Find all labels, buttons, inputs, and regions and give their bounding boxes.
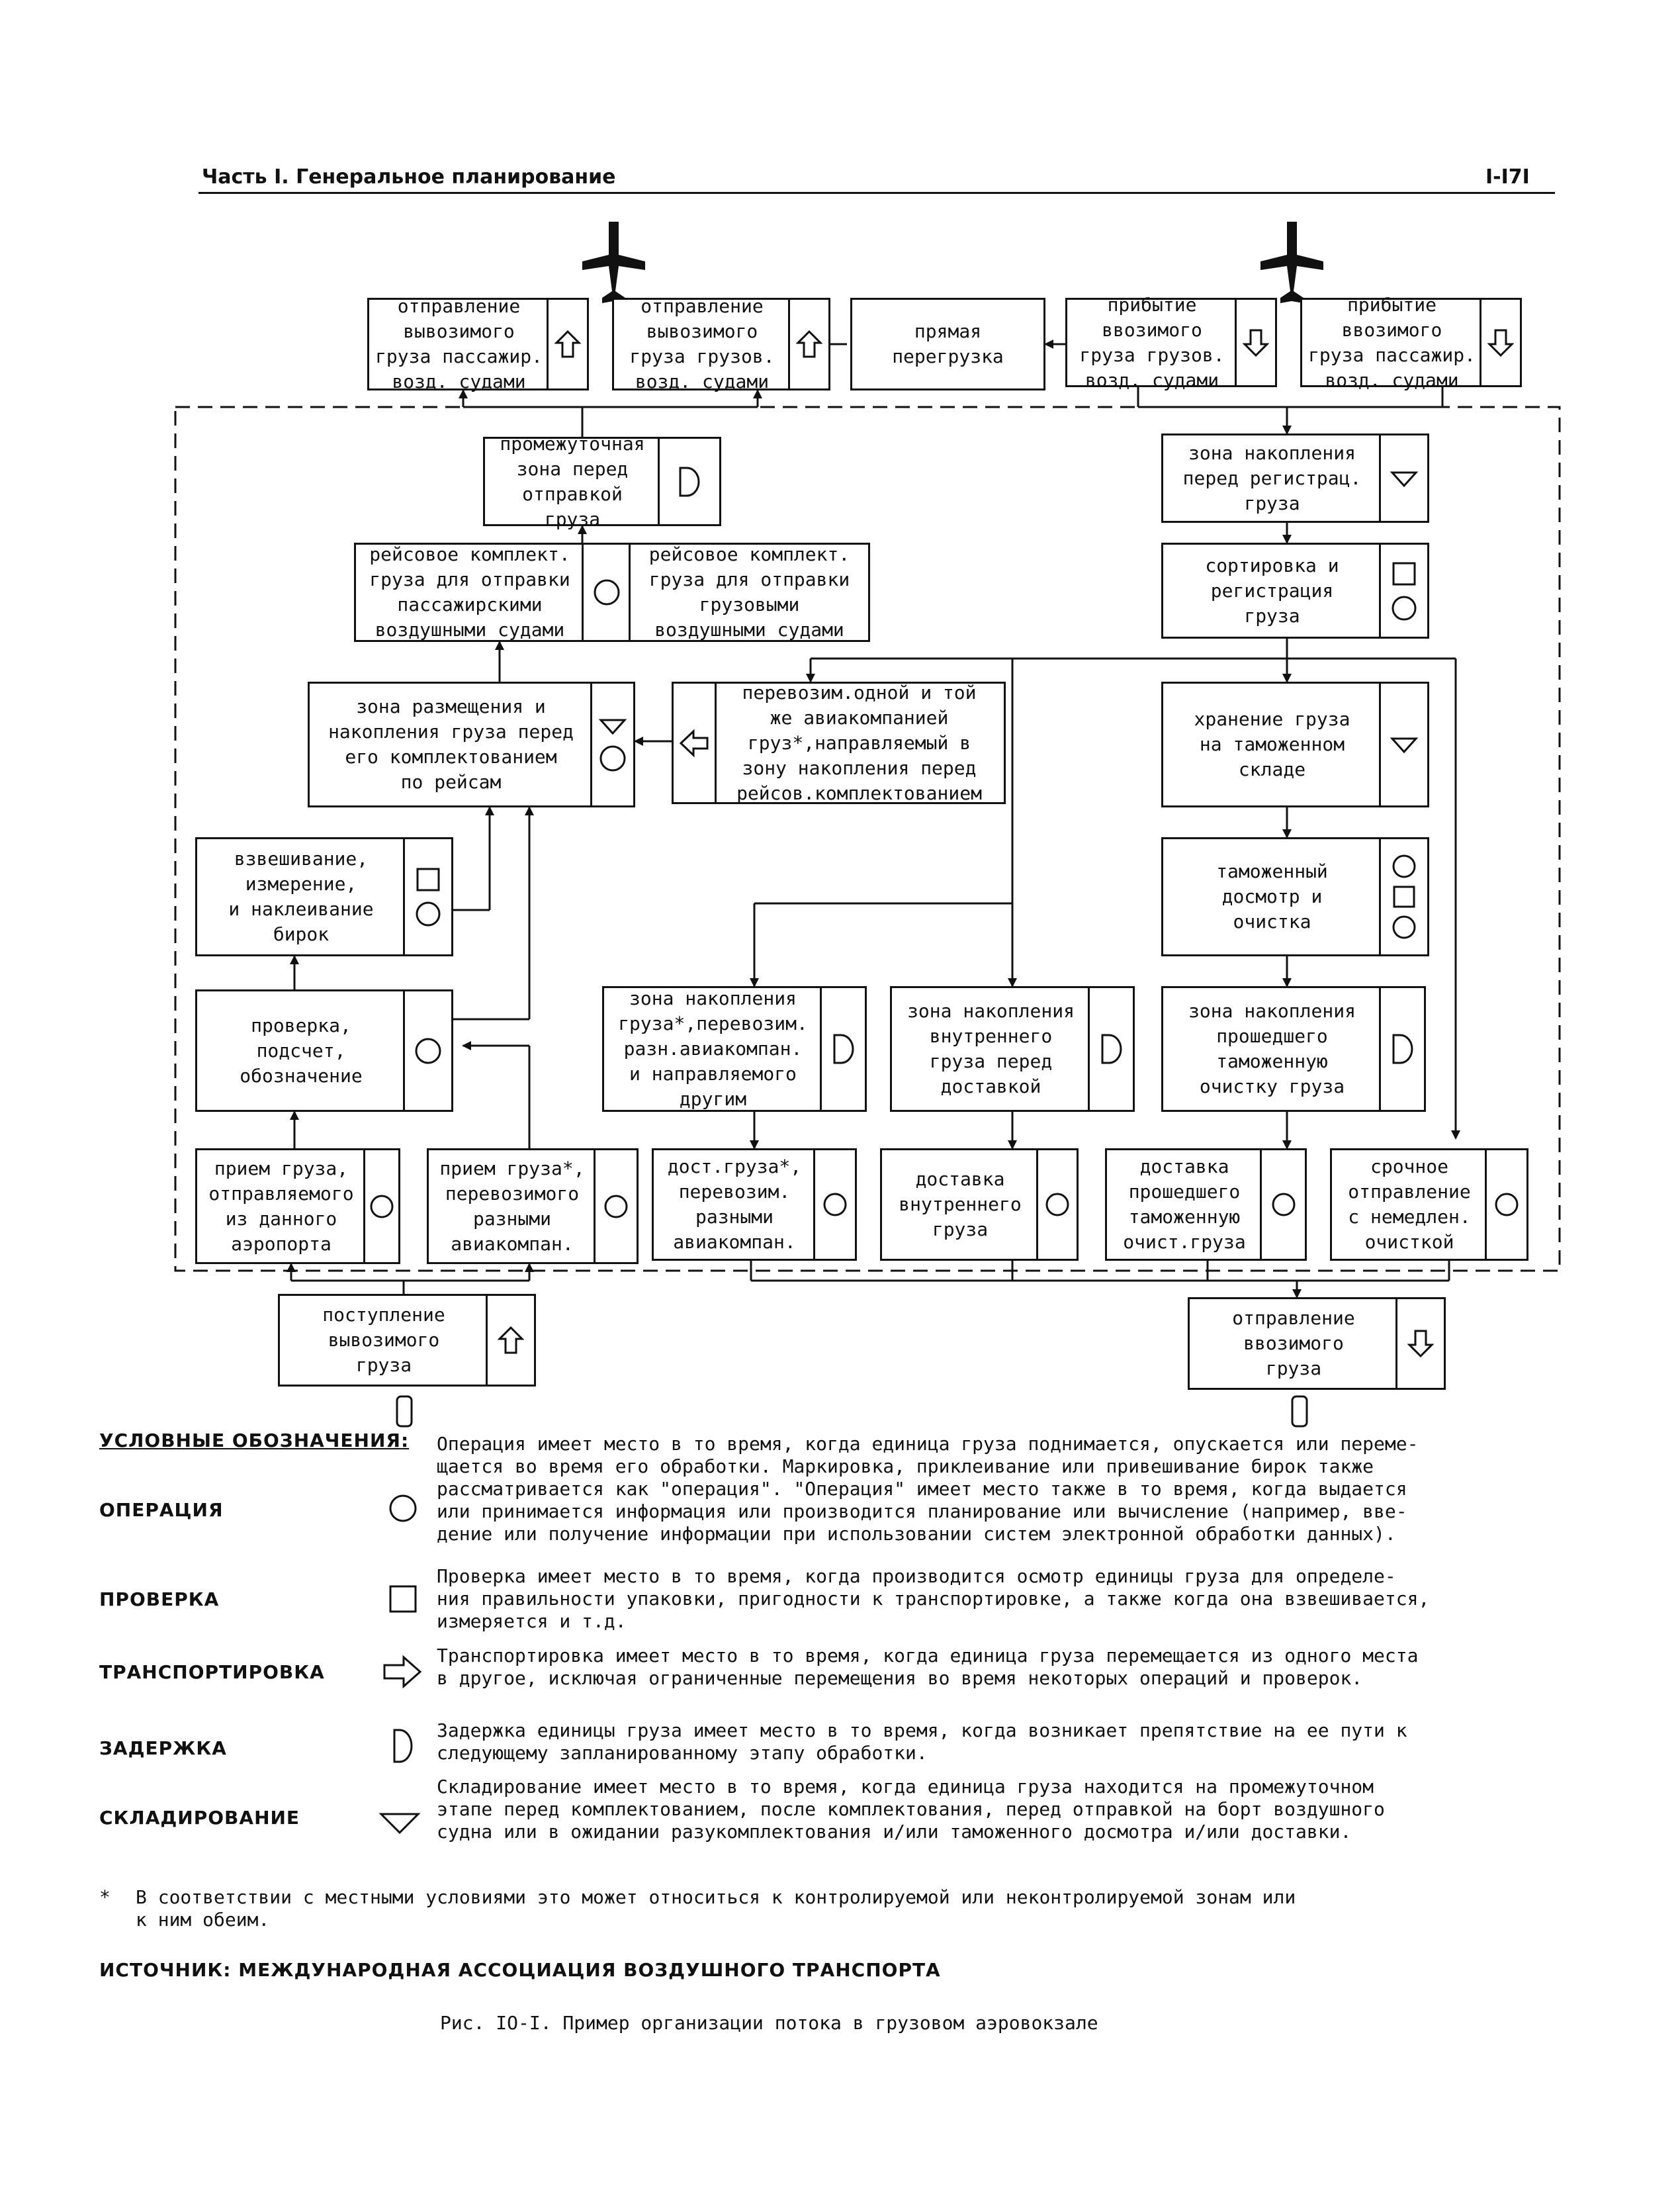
box-urgent-dispatch: срочное отправление с немедлен. очисткой [1330,1148,1528,1261]
arrow-up-icon [796,330,822,358]
footnote-star: * [99,1886,111,1908]
legend-text-storage: Складирование имеет место в то время, ко… [437,1776,1385,1843]
box-direct-transfer: прямая перегрузка [850,298,1045,390]
storage-triangle-icon [598,719,627,735]
header-rule [199,192,1555,194]
arrow-down-icon [1243,329,1269,357]
legend-circle-icon [389,1494,417,1522]
box-delivery-domestic: доставка внутреннего груза [880,1148,1079,1261]
storage-triangle-icon [1390,737,1419,754]
operation-circle-icon [823,1193,847,1216]
operation-circle-icon [1272,1193,1295,1216]
arrow-left-icon [679,729,709,757]
figure-caption: Рис. IO-I. Пример организации потока в г… [440,2012,1098,2034]
operation-circle-icon [1045,1193,1069,1216]
legend-label-delay: ЗАДЕРЖКА [99,1737,227,1759]
box-reception-outbound: прием груза, отправляемого из данного аэ… [195,1148,400,1264]
operation-circle-icon [1392,915,1416,939]
operation-circle-icon [599,745,626,772]
page-header-title: Часть I. Генеральное планирование [202,165,616,189]
box-departure-passenger-aircraft: отправление вывозимого груза пассажир. в… [367,295,589,392]
legend-label-check: ПРОВЕРКА [99,1588,220,1610]
delay-d-icon [1392,1034,1413,1064]
storage-triangle-icon [1390,471,1419,487]
box-sorting-registration: сортировка и регистрация груза [1161,543,1429,639]
dashed-zone-boundary [174,406,1561,1272]
box-delivery-cleared: доставка прошедшего таможенную очист.гру… [1105,1148,1307,1261]
box-accumulation-domestic: зона накопления внутреннего груза перед … [890,986,1135,1112]
arrow-up-icon [554,330,581,358]
operation-circle-icon [416,901,441,927]
capsule-icon-left [396,1395,413,1428]
operation-circle-icon [604,1195,628,1218]
box-accumulation-before-registration: зона накопления перед регистрац. груза [1161,433,1429,523]
box-placement-accumulation: зона размещения и накопления груза перед… [308,682,635,807]
box-departure-cargo-aircraft: отправление вывозимого груза грузов. воз… [612,295,830,392]
box-flight-assembly-passenger: рейсовое комплект. груза для отправки па… [354,543,632,642]
legend-label-storage: СКЛАДИРОВАНИЕ [99,1807,300,1829]
source-line: ИСТОЧНИК: МЕЖДУНАРОДНАЯ АССОЦИАЦИЯ ВОЗДУ… [99,1959,941,1981]
box-reception-interline: прием груза*, перевозимого разными авиак… [427,1148,639,1264]
operation-circle-icon [594,579,620,606]
airplane-icon-right [1260,222,1323,303]
operation-circle-icon [1495,1193,1519,1216]
box-arrival-cargo-aircraft: прибытие ввозимого груза грузов. возд. с… [1065,294,1277,391]
legend-label-transport: ТРАНСПОРТИРОВКА [99,1661,325,1683]
footnote-text: В соответствии с местными условиями это … [136,1886,1296,1931]
legend-text-transport: Транспортировка имеет место в то время, … [437,1645,1419,1689]
legend-label-operation: ОПЕРАЦИЯ [99,1499,224,1521]
box-accumulation-cleared: зона накопления прошедшего таможенную оч… [1161,986,1426,1112]
box-inbound-export-cargo: поступление вывозимого груза [278,1294,536,1387]
box-outbound-import-cargo: отправление ввозимого груза [1188,1297,1446,1390]
box-accumulation-interline: зона накопления груза*,перевозим. разн.а… [602,986,867,1112]
operation-circle-icon [415,1038,441,1064]
box-customs-warehouse-storage: хранение груза на таможенном складе [1161,682,1429,807]
box-flight-assembly-cargo: рейсовое комплект. груза для отправки гр… [629,543,870,642]
box-delivery-interline: дост.груза*, перевозим. разными авиакомп… [652,1148,857,1261]
delay-d-icon [833,1034,854,1064]
check-square-icon [416,868,440,891]
legend-text-operation: Операция имеет место в то время, когда е… [437,1433,1419,1545]
legend-square-icon [389,1585,417,1613]
airplane-icon-left [582,222,645,303]
box-intermediate-zone: промежуточная зона перед отправкой груза [483,433,721,530]
box-arrival-passenger-aircraft: прибытие ввозимого груза пассажир. возд.… [1300,294,1522,391]
operation-circle-icon [370,1195,394,1218]
box-check-count-mark: проверка, подсчет, обозначение [195,989,453,1112]
page-number: I-I7I [1485,165,1530,189]
legend-triangle-icon [378,1813,421,1835]
arrow-up-icon [498,1326,524,1354]
legend-heading: УСЛОВНЫЕ ОБОЗНАЧЕНИЯ: [99,1430,410,1451]
delay-d-icon [1101,1034,1122,1064]
legend-text-check: Проверка имеет место в то время, когда п… [437,1565,1430,1632]
box-customs-inspection: таможенный досмотр и очистка [1161,837,1429,956]
legend-d-icon [393,1729,413,1763]
delay-d-icon [679,467,700,496]
box-same-airline-cargo: перевозим.одной и той же авиакомпанией г… [672,682,1006,804]
arrow-down-icon [1407,1330,1434,1358]
check-square-icon [1392,562,1416,585]
arrow-down-icon [1487,329,1514,357]
operation-circle-icon [1392,596,1417,620]
capsule-icon-right [1291,1395,1308,1428]
box-weighing-measuring-tagging: взвешивание, измерение, и наклеивание би… [195,837,453,956]
check-square-icon [1393,886,1415,908]
legend-text-delay: Задержка единицы груза имеет место в то … [437,1719,1407,1764]
operation-circle-icon [1392,854,1416,878]
legend-arrow-icon [383,1655,422,1689]
